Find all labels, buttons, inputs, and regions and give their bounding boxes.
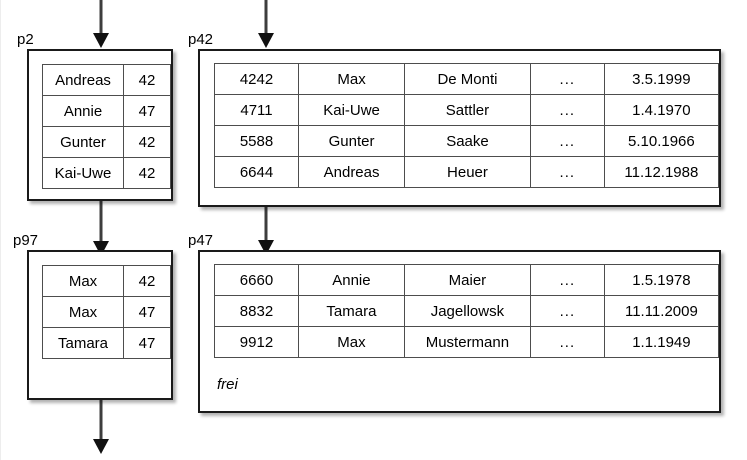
cell-first: Andreas — [298, 156, 406, 188]
arrow-into-p42 — [258, 0, 274, 48]
cell-first: Max — [298, 63, 406, 95]
cell-id: 5588 — [213, 125, 300, 157]
cell-value: 47 — [123, 95, 171, 127]
cell-more: ... — [529, 94, 605, 126]
cell-more: ... — [529, 264, 605, 296]
cell-id: 6644 — [213, 156, 300, 188]
cell-last: Saake — [404, 125, 531, 157]
table-row[interactable]: Andreas 42 — [42, 64, 171, 96]
cell-name: Max — [42, 265, 124, 297]
cell-more: ... — [529, 125, 605, 157]
cell-more: ... — [529, 326, 605, 358]
cell-date: 1.5.1978 — [603, 264, 720, 296]
cell-last: Sattler — [404, 94, 531, 126]
table-row[interactable]: 5588 Gunter Saake ... 5.10.1966 — [213, 125, 720, 157]
table-row[interactable]: 6644 Andreas Heuer ... 11.12.1988 — [213, 156, 720, 188]
cell-name: Kai-Uwe — [42, 157, 124, 189]
data-table-p47: 6660 Annie Maier ... 1.5.1978 8832 Tamar… — [214, 264, 720, 358]
table-row[interactable]: 4711 Kai-Uwe Sattler ... 1.4.1970 — [213, 94, 720, 126]
arrow-p2-to-p97 — [93, 200, 109, 256]
table-row[interactable]: Kai-Uwe 42 — [42, 157, 171, 189]
table-row[interactable]: 4242 Max De Monti ... 3.5.1999 — [213, 63, 720, 95]
data-table-p42: 4242 Max De Monti ... 3.5.1999 4711 Kai-… — [213, 63, 720, 188]
cell-date: 3.5.1999 — [603, 63, 720, 95]
cell-last: Jagellowsk — [403, 295, 531, 327]
cell-date: 11.12.1988 — [603, 156, 720, 188]
cell-name: Max — [42, 296, 124, 328]
arrow-into-p2 — [93, 0, 109, 48]
page-box-p97[interactable]: Max 42 Max 47 Tamara 47 — [27, 250, 173, 400]
cell-value: 42 — [123, 157, 171, 189]
cell-date: 5.10.1966 — [603, 125, 720, 157]
cell-date: 1.1.1949 — [603, 326, 720, 358]
cell-last: Heuer — [404, 156, 531, 188]
cell-value: 47 — [123, 296, 171, 328]
table-row[interactable]: Max 42 — [42, 265, 171, 297]
page-label-p47: p47 — [188, 232, 214, 249]
cell-first: Kai-Uwe — [298, 94, 406, 126]
cell-first: Max — [297, 326, 405, 358]
cell-first: Tamara — [297, 295, 405, 327]
cell-more: ... — [529, 63, 605, 95]
page-label-p42: p42 — [188, 31, 214, 48]
table-row[interactable]: Annie 47 — [42, 95, 171, 127]
cell-name: Annie — [42, 95, 124, 127]
cell-first: Gunter — [298, 125, 406, 157]
cell-value: 42 — [123, 126, 171, 158]
cell-more: ... — [529, 295, 605, 327]
cell-id: 4242 — [213, 63, 300, 95]
cell-value: 47 — [123, 327, 171, 359]
table-row[interactable]: Tamara 47 — [42, 327, 171, 359]
cell-value: 42 — [123, 265, 171, 297]
page-label-p97: p97 — [13, 232, 39, 249]
cell-last: Maier — [403, 264, 531, 296]
page-box-p42[interactable]: 4242 Max De Monti ... 3.5.1999 4711 Kai-… — [198, 49, 721, 207]
table-row[interactable]: 6660 Annie Maier ... 1.5.1978 — [214, 264, 720, 296]
table-row[interactable]: 9912 Max Mustermann ... 1.1.1949 — [214, 326, 720, 358]
index-table-p2: Andreas 42 Annie 47 Gunter 42 Kai-Uwe 42 — [42, 64, 171, 189]
cell-date: 1.4.1970 — [603, 94, 720, 126]
page-box-p47[interactable]: 6660 Annie Maier ... 1.5.1978 8832 Tamar… — [198, 250, 721, 413]
cell-id: 9912 — [214, 326, 299, 358]
index-table-p97: Max 42 Max 47 Tamara 47 — [42, 265, 171, 359]
cell-value: 42 — [123, 64, 171, 96]
cell-name: Andreas — [42, 64, 124, 96]
page-box-p2[interactable]: Andreas 42 Annie 47 Gunter 42 Kai-Uwe 42 — [27, 49, 173, 201]
page-label-p2: p2 — [17, 31, 34, 48]
cell-id: 8832 — [214, 295, 299, 327]
cell-date: 11.11.2009 — [603, 295, 720, 327]
cell-name: Tamara — [42, 327, 124, 359]
arrow-p42-to-p47 — [258, 205, 274, 255]
cell-name: Gunter — [42, 126, 124, 158]
table-row[interactable]: Gunter 42 — [42, 126, 171, 158]
arrow-p97-out — [93, 398, 109, 454]
free-space-label: frei — [217, 376, 238, 393]
cell-last: De Monti — [404, 63, 531, 95]
cell-more: ... — [529, 156, 605, 188]
table-row[interactable]: Max 47 — [42, 296, 171, 328]
table-row[interactable]: 8832 Tamara Jagellowsk ... 11.11.2009 — [214, 295, 720, 327]
cell-last: Mustermann — [403, 326, 531, 358]
cell-first: Annie — [297, 264, 405, 296]
cell-id: 4711 — [213, 94, 300, 126]
cell-id: 6660 — [214, 264, 299, 296]
